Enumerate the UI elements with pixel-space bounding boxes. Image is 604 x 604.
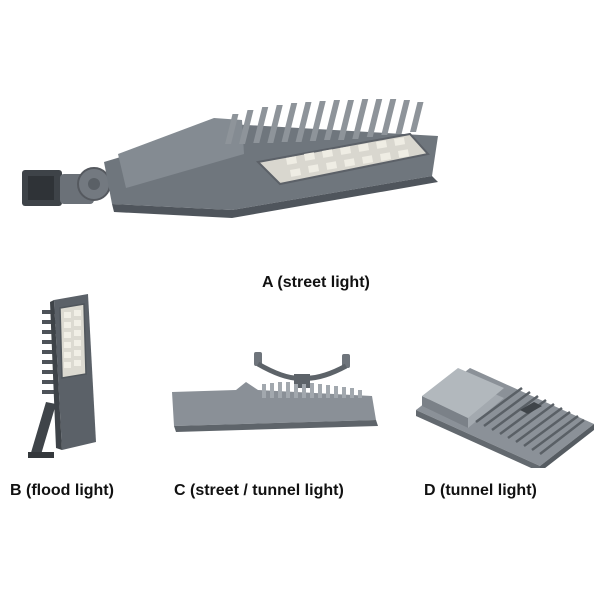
- caption-a: A (street light): [262, 274, 370, 291]
- street-light-a-image: [22, 99, 438, 218]
- caption-c: C (street / tunnel light): [174, 482, 344, 499]
- tunnel-light-d-image: [416, 368, 594, 468]
- caption-b: B (flood light): [10, 482, 114, 499]
- flood-light-b-image: [28, 294, 96, 458]
- street-tunnel-light-c-image: [172, 352, 378, 432]
- caption-d: D (tunnel light): [424, 482, 537, 499]
